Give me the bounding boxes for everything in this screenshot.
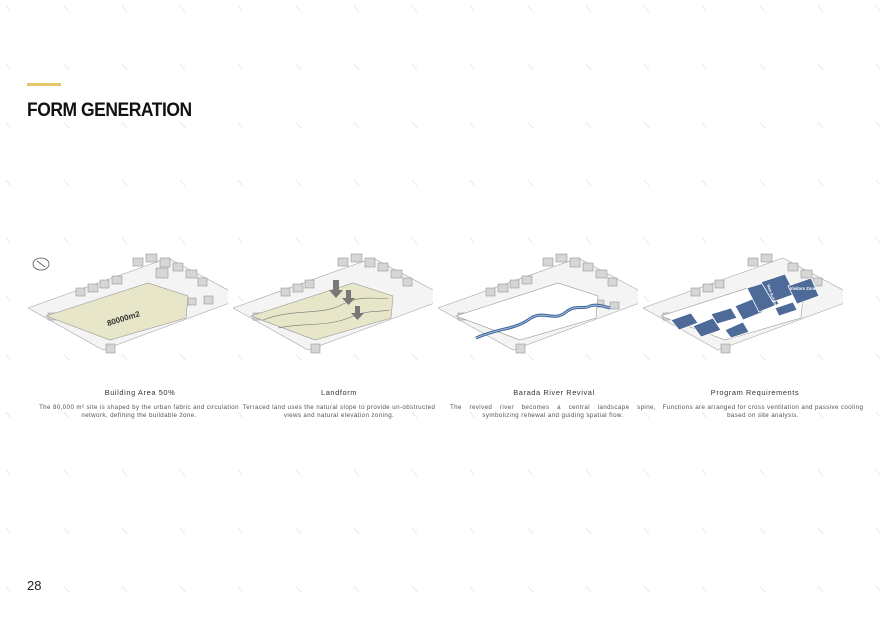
panel-title-river-revival: Barada River Revival (513, 388, 595, 397)
panel-text-landform: Terraced land uses the natural slope to … (242, 404, 436, 419)
panel-text-river-revival: The revived river becomes a central land… (450, 404, 656, 419)
site-area-shape (45, 282, 189, 341)
panel-title-landform: Landform (320, 388, 358, 397)
diagram-program-requirements: Visitors Zone Main Building (643, 238, 843, 368)
diagram-landform (233, 238, 433, 368)
diagram-river-revival (438, 238, 638, 368)
north-arrow-icon (32, 257, 50, 271)
program-zones (670, 273, 820, 339)
zone-label-main-building: Main Building (766, 284, 778, 308)
zone-label-visitors: Visitors Zone (790, 286, 817, 291)
panel-title-building-area: Building Area 50% (104, 388, 176, 397)
slope-arrow-icon (329, 280, 364, 320)
page-title: FORM GENERATION (27, 100, 192, 121)
panel-text-building-area: The 80,000 m² site is shaped by the urba… (39, 404, 239, 419)
diagram-building-area: 80000m2 (28, 238, 228, 368)
panel-title-program-requirements: Program Requirements (710, 388, 800, 397)
page-number: 28 (27, 578, 42, 593)
panel-text-program-requirements: Functions are arranged for cross ventila… (662, 404, 864, 419)
accent-bar (27, 83, 61, 86)
